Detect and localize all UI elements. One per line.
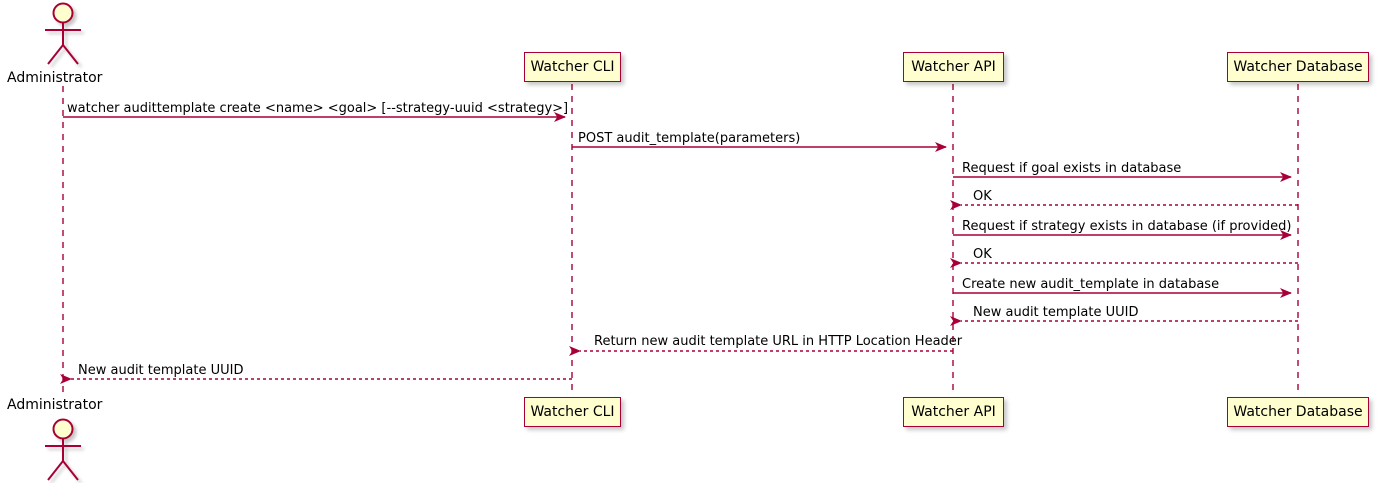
message-label-3: Request if goal exists in database	[962, 161, 1182, 176]
actor-administrator-bottom	[45, 418, 81, 481]
participant-box-watcher-cli-top[interactable]: Watcher CLI	[524, 52, 621, 82]
message-arrows	[60, 112, 1298, 384]
message-label-10: New audit template UUID	[78, 363, 244, 378]
actor-label-administrator-top: Administrator	[7, 70, 103, 86]
message-label-8: New audit template UUID	[973, 305, 1139, 320]
message-label-5: Request if strategy exists in database (…	[962, 219, 1292, 234]
actor-administrator-top	[45, 2, 81, 65]
message-label-6: OK	[973, 247, 992, 262]
participant-box-watcher-api-bottom[interactable]: Watcher API	[903, 397, 1004, 427]
message-label-2: POST audit_template(parameters)	[578, 131, 801, 146]
message-label-4: OK	[973, 189, 992, 204]
participant-box-watcher-database-top[interactable]: Watcher Database	[1227, 52, 1369, 82]
message-label-7: Create new audit_template in database	[962, 277, 1220, 292]
actor-label-administrator-bottom: Administrator	[7, 397, 103, 413]
participant-box-watcher-api-top[interactable]: Watcher API	[903, 52, 1004, 82]
message-label-9: Return new audit template URL in HTTP Lo…	[594, 334, 963, 349]
participant-box-watcher-database-bottom[interactable]: Watcher Database	[1227, 397, 1369, 427]
lifelines	[62, 84, 1299, 396]
message-label-1: watcher audittemplate create <name> <goa…	[67, 101, 569, 116]
participant-box-watcher-cli-bottom[interactable]: Watcher CLI	[524, 397, 621, 427]
